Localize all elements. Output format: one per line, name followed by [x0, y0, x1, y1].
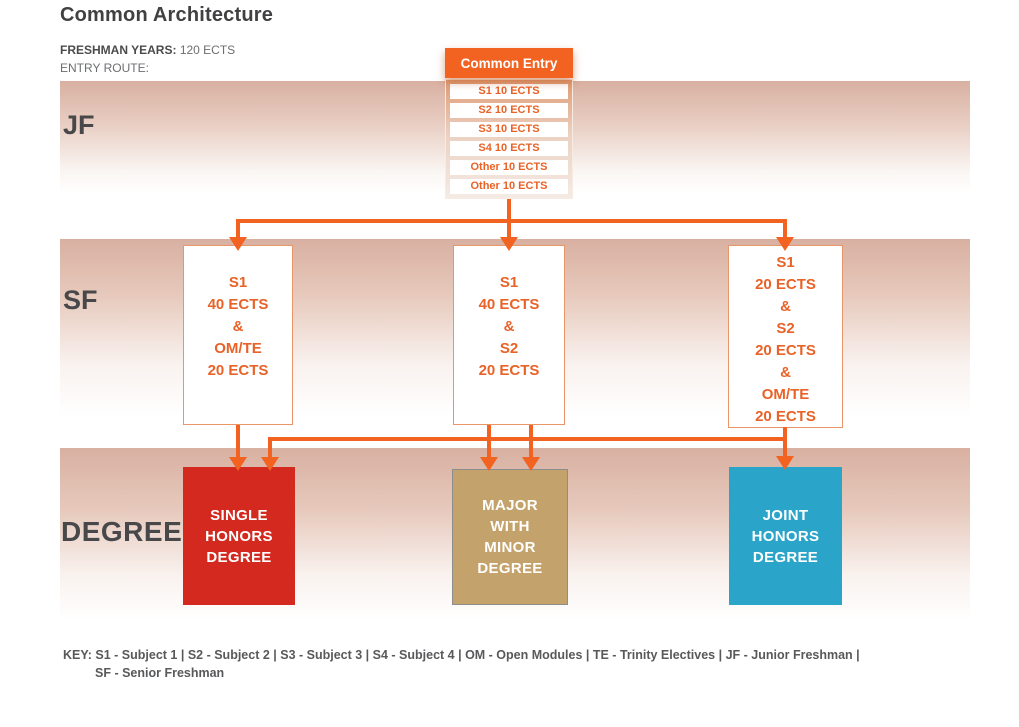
- connector-jf-horizontal: [236, 219, 787, 223]
- legend-line-1: KEY: S1 - Subject 1 | S2 - Subject 2 | S…: [63, 648, 860, 662]
- connector-arrow-stem: [783, 427, 787, 457]
- page-title: Common Architecture: [60, 4, 274, 26]
- freshman-years-label: FRESHMAN YEARS:: [60, 43, 177, 57]
- legend: KEY: S1 - Subject 1 | S2 - Subject 2 | S…: [63, 646, 860, 682]
- major-with-minor-degree-box: MAJOR WITH MINOR DEGREE: [452, 469, 568, 605]
- arrow-down-icon: [522, 457, 540, 471]
- legend-line-2: SF - Senior Freshman: [95, 666, 225, 680]
- band-label-sf: SF: [63, 285, 98, 315]
- arrow-down-icon: [229, 237, 247, 251]
- connector-arrow-stem: [487, 425, 491, 457]
- connector-arrow-stem: [236, 425, 240, 457]
- connector-arrow-stem: [236, 219, 240, 237]
- single-honors-degree-box: SINGLE HONORS DEGREE: [183, 467, 295, 605]
- module-row: S2 10 ECTS: [450, 103, 568, 118]
- common-entry-box: Common Entry: [445, 48, 573, 78]
- connector-arrow-stem: [507, 219, 511, 237]
- connector-arrow-stem: [529, 425, 533, 457]
- sf-option-box-1: S1 40 ECTS & OM/TE 20 ECTS: [183, 245, 293, 425]
- module-row: Other 10 ECTS: [450, 160, 568, 175]
- module-row: Other 10 ECTS: [450, 179, 568, 194]
- connector-entry-stem: [507, 199, 511, 223]
- joint-honors-degree-box: JOINT HONORS DEGREE: [729, 467, 842, 605]
- freshman-years-line: FRESHMAN YEARS: 120 ECTS: [60, 43, 235, 57]
- sf-option-box-3: S1 20 ECTS & S2 20 ECTS & OM/TE 20 ECTS: [728, 245, 843, 428]
- module-list-panel: S1 10 ECTS S2 10 ECTS S3 10 ECTS S4 10 E…: [445, 79, 573, 199]
- module-row: S1 10 ECTS: [450, 84, 568, 99]
- band-label-jf: JF: [63, 110, 95, 140]
- arrow-down-icon: [229, 457, 247, 471]
- entry-route-label: ENTRY ROUTE:: [60, 61, 149, 75]
- module-row: S4 10 ECTS: [450, 141, 568, 156]
- freshman-years-value: 120 ECTS: [179, 43, 236, 57]
- module-row: S3 10 ECTS: [450, 122, 568, 137]
- arrow-down-icon: [776, 456, 794, 470]
- arrow-down-icon: [480, 457, 498, 471]
- connector-arrow-stem: [268, 437, 272, 457]
- connector-sf-horizontal: [268, 437, 787, 441]
- connector-arrow-stem: [783, 219, 787, 237]
- band-label-degree: DEGREE: [61, 516, 183, 547]
- arrow-down-icon: [261, 457, 279, 471]
- arrow-down-icon: [500, 237, 518, 251]
- arrow-down-icon: [776, 237, 794, 251]
- sf-option-box-2: S1 40 ECTS & S2 20 ECTS: [453, 245, 565, 425]
